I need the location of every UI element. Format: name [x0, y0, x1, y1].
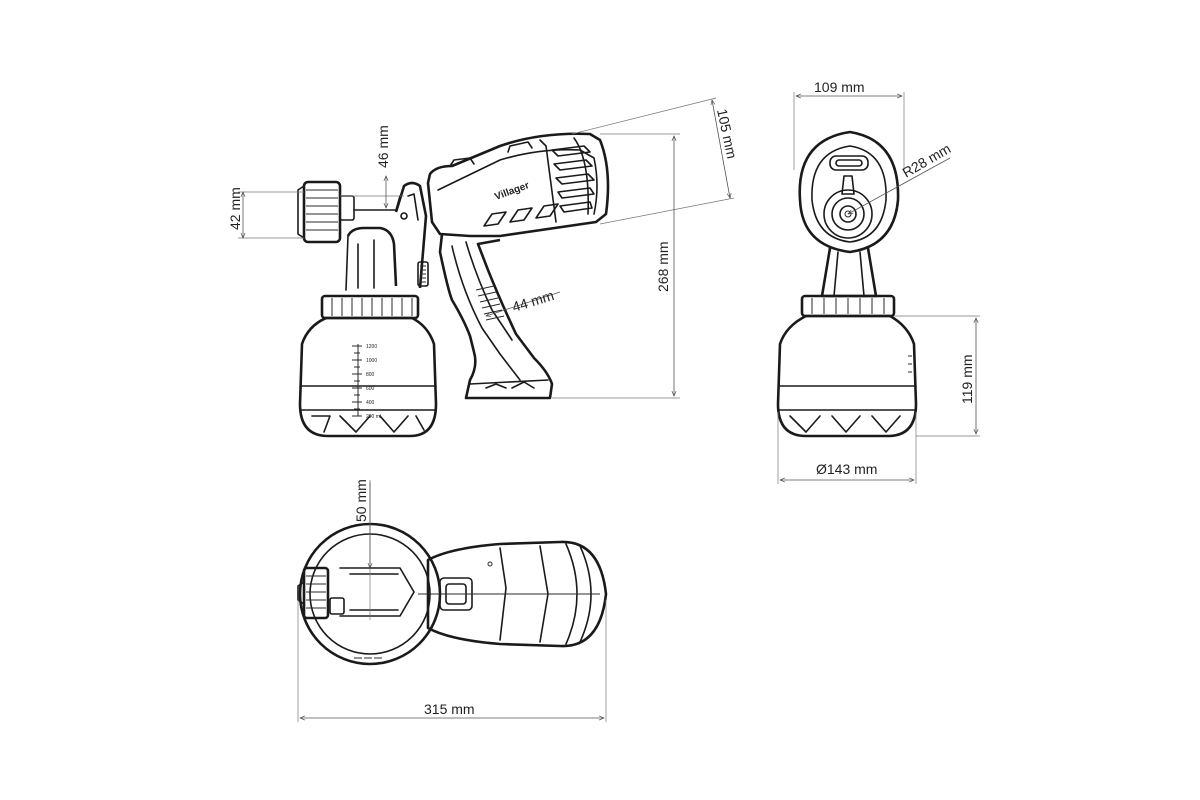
paint-container: [298, 316, 438, 438]
brand-logo: Villager: [493, 180, 531, 203]
dim-container-diameter: Ø143 mm: [816, 461, 877, 477]
scale-label: 800: [366, 372, 375, 378]
side-view: Villager: [227, 97, 740, 438]
dim-nozzle-height: 46 mm: [375, 125, 391, 168]
scale-label: 400: [366, 400, 375, 406]
dim-grip: 44 mm: [510, 287, 556, 315]
nozzle-cap: [302, 180, 342, 244]
dim-container-height: 119 mm: [959, 354, 975, 404]
volume-scale: 1200 1000 800 600 400 200 ml: [366, 344, 381, 420]
brand-text: Villager: [493, 180, 531, 203]
nozzle-face: [823, 189, 873, 239]
scale-label: 1000: [366, 358, 377, 364]
dim-total-length: 315 mm: [424, 701, 475, 717]
dim-nozzle-diameter: 42 mm: [227, 187, 243, 230]
lock-screw: [400, 212, 408, 220]
scale-label: 1200: [366, 344, 377, 350]
dim-total-height: 268 mm: [655, 241, 671, 292]
top-view: 50 mm 315 mm: [297, 479, 608, 722]
scale-label: 600: [366, 386, 375, 392]
scale-label: 200 ml: [366, 414, 381, 420]
dim-top-nozzle: 50 mm: [353, 479, 369, 522]
flow-knob: [417, 261, 429, 287]
container-collar: [320, 294, 420, 320]
front-view: 109 mm R28 mm 119 mm Ø143 mm: [776, 79, 980, 484]
dim-width: 109 mm: [814, 79, 865, 95]
